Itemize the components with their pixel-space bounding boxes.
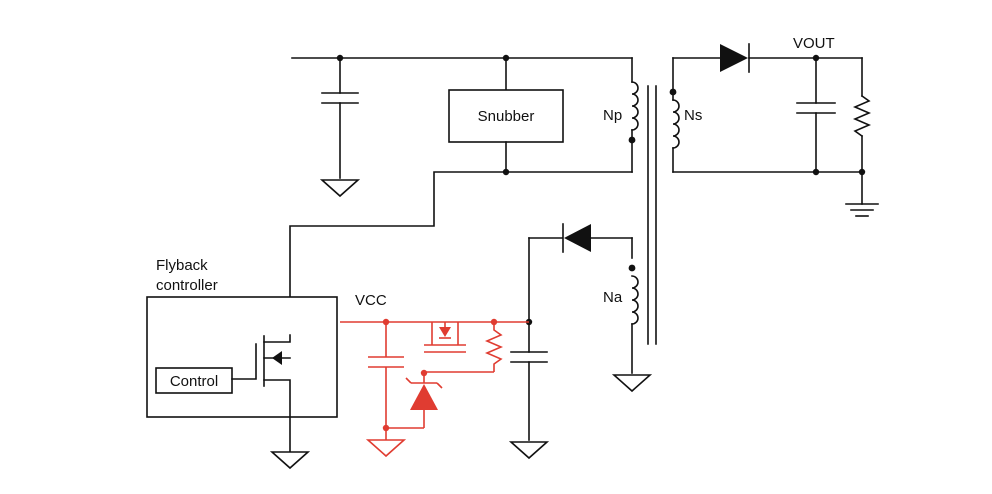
ground-symbol-aux-cap xyxy=(508,441,550,460)
auxiliary-winding: Na xyxy=(603,237,639,374)
ground-symbol-input xyxy=(319,179,361,198)
aux-capacitor xyxy=(510,318,548,441)
output-diode xyxy=(672,43,863,73)
ground-symbol-controller xyxy=(269,451,311,470)
secondary-winding: Ns xyxy=(669,57,702,173)
earth-ground-icon xyxy=(845,203,879,217)
flyback-label-line1: Flyback xyxy=(156,257,208,274)
ns-label: Ns xyxy=(684,107,702,124)
ground-symbol-aux xyxy=(611,374,653,393)
switch-node-wire xyxy=(289,171,633,336)
vcc-label: VCC xyxy=(355,292,387,309)
output-return xyxy=(672,168,866,205)
transformer-core xyxy=(647,85,657,345)
load-resistor xyxy=(852,57,872,173)
snubber: Snubber xyxy=(448,54,564,176)
flyback-label-line2: controller xyxy=(156,277,218,294)
output-capacitor xyxy=(796,54,836,176)
vcc-regulator xyxy=(340,318,529,432)
np-label: Np xyxy=(603,107,622,124)
vout-label: VOUT xyxy=(793,35,835,52)
na-label: Na xyxy=(603,289,623,306)
ground-symbol-vcc xyxy=(365,428,407,458)
flyback-controller: Flyback controller Control xyxy=(146,257,338,452)
aux-diode xyxy=(528,223,633,323)
input-capacitor xyxy=(321,54,359,179)
snubber-label: Snubber xyxy=(478,108,535,125)
primary-winding: Np xyxy=(603,57,639,173)
control-label: Control xyxy=(170,373,218,390)
